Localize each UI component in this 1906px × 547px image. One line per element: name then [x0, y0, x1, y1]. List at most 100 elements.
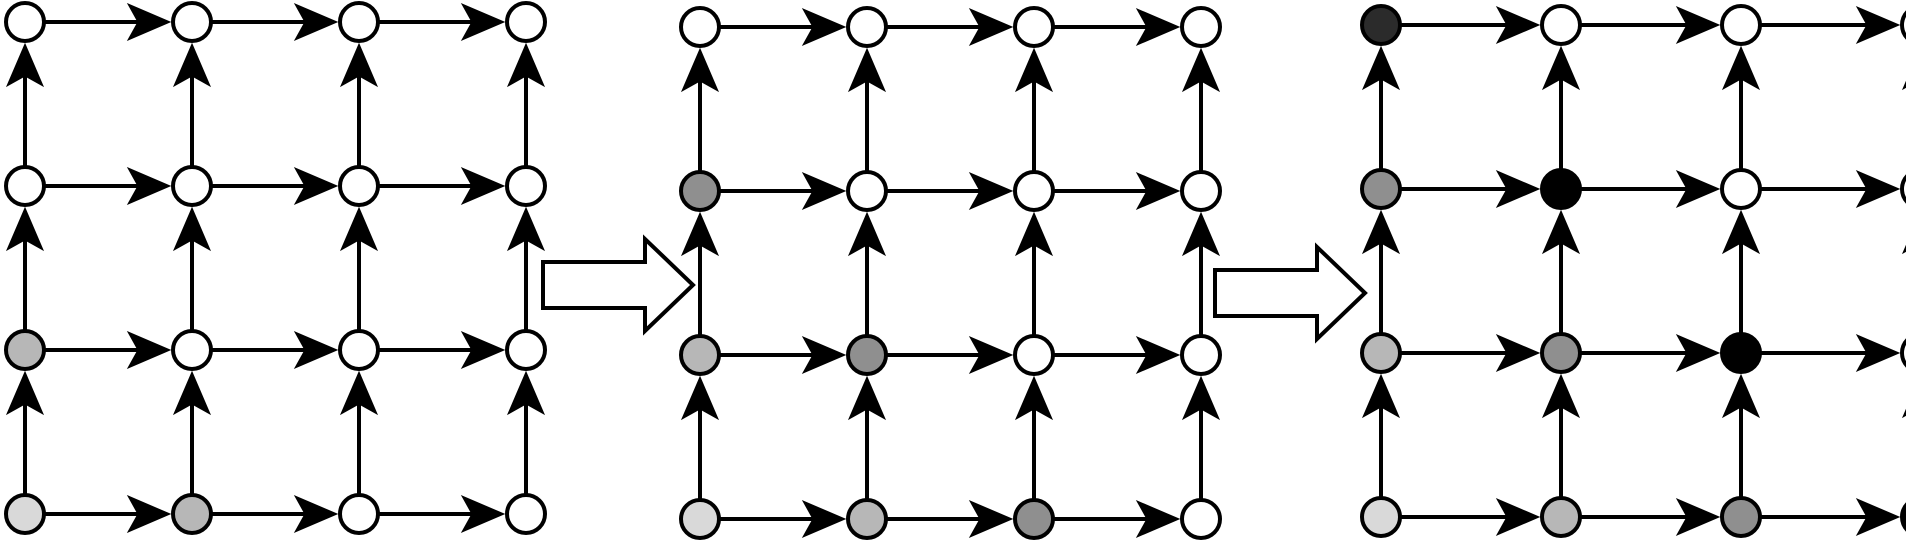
- grid-node: [338, 1, 380, 43]
- edge-right: [719, 7, 847, 47]
- grid-node: [338, 165, 380, 207]
- grid-node: [1360, 168, 1402, 210]
- stage-1-nodes: [4, 1, 547, 535]
- grid-node: [1540, 496, 1582, 538]
- edge-right: [1580, 169, 1721, 209]
- edge-up: [1541, 373, 1581, 498]
- edge-up: [1721, 209, 1761, 334]
- edge-right: [1760, 333, 1901, 373]
- grid-node: [1540, 4, 1582, 46]
- edge-up: [506, 42, 546, 167]
- edge-up: [1361, 373, 1401, 498]
- edge-up: [1361, 209, 1401, 334]
- grid-node: [1360, 4, 1402, 46]
- grid-node: [4, 329, 46, 371]
- edge-right: [1053, 499, 1181, 539]
- grid-node: [1013, 334, 1055, 376]
- edge-right: [211, 494, 339, 534]
- edge-right: [44, 330, 172, 370]
- grid-node: [1180, 170, 1222, 212]
- edge-up: [172, 370, 212, 495]
- edge-up: [1361, 45, 1401, 170]
- edge-up: [1181, 375, 1221, 500]
- edge-right: [719, 171, 847, 211]
- grid-node: [338, 329, 380, 371]
- grid-node: [505, 329, 547, 371]
- grid-node: [1720, 332, 1762, 374]
- edge-right: [44, 494, 172, 534]
- stage-2-edges: [680, 7, 1221, 539]
- edge-right: [378, 330, 506, 370]
- edge-right: [1053, 171, 1181, 211]
- edge-up: [1181, 211, 1221, 336]
- grid-node: [171, 165, 213, 207]
- transition-arrow-1: [541, 234, 696, 336]
- stage-3-nodes: [1360, 4, 1906, 538]
- grid-node: [171, 493, 213, 535]
- grid-node: [1360, 332, 1402, 374]
- edge-right: [211, 2, 339, 42]
- grid-node: [4, 493, 46, 535]
- edge-right: [211, 166, 339, 206]
- edge-right: [378, 2, 506, 42]
- grid-node: [1540, 332, 1582, 374]
- edge-up: [5, 370, 45, 495]
- edge-up: [680, 47, 720, 172]
- grid-node: [679, 170, 721, 212]
- edge-right: [211, 330, 339, 370]
- grid-node: [1180, 498, 1222, 540]
- grid-node: [1720, 496, 1762, 538]
- edge-up: [5, 42, 45, 167]
- edge-up: [339, 370, 379, 495]
- grid-node: [1720, 4, 1762, 46]
- grid-node: [679, 498, 721, 540]
- edge-right: [1400, 169, 1541, 209]
- grid-node: [4, 165, 46, 207]
- edge-up: [847, 375, 887, 500]
- edge-right: [1760, 169, 1901, 209]
- edge-up: [1541, 209, 1581, 334]
- edge-right: [1400, 5, 1541, 45]
- grid-node: [171, 1, 213, 43]
- stage-1-edges: [5, 2, 546, 534]
- edge-right: [886, 7, 1014, 47]
- grid-node: [1013, 6, 1055, 48]
- edge-layer: [5, 2, 1906, 539]
- grid-node: [846, 334, 888, 376]
- grid-node: [505, 1, 547, 43]
- edge-up: [172, 42, 212, 167]
- edge-right: [1053, 7, 1181, 47]
- edge-up: [847, 47, 887, 172]
- grid-node: [679, 6, 721, 48]
- edge-up: [847, 211, 887, 336]
- edge-right: [886, 335, 1014, 375]
- grid-node: [505, 165, 547, 207]
- grid-node: [1540, 168, 1582, 210]
- grid-node: [1180, 334, 1222, 376]
- edge-up: [1181, 47, 1221, 172]
- edge-right: [886, 171, 1014, 211]
- grid-node: [846, 6, 888, 48]
- edge-up: [506, 206, 546, 331]
- edge-right: [719, 335, 847, 375]
- edge-right: [378, 166, 506, 206]
- grid-node: [846, 498, 888, 540]
- edge-right: [1400, 497, 1541, 537]
- edge-right: [886, 499, 1014, 539]
- edge-right: [1760, 497, 1901, 537]
- edge-right: [1760, 5, 1901, 45]
- grid-node: [4, 1, 46, 43]
- edge-right: [1580, 497, 1721, 537]
- edge-right: [719, 499, 847, 539]
- edge-up: [1014, 211, 1054, 336]
- grid-node: [846, 170, 888, 212]
- edge-right: [1580, 333, 1721, 373]
- grid-node: [1360, 496, 1402, 538]
- grid-node: [505, 493, 547, 535]
- edge-up: [1541, 45, 1581, 170]
- grid-node: [1180, 6, 1222, 48]
- edge-up: [339, 42, 379, 167]
- transition-arrow-2: [1213, 242, 1368, 344]
